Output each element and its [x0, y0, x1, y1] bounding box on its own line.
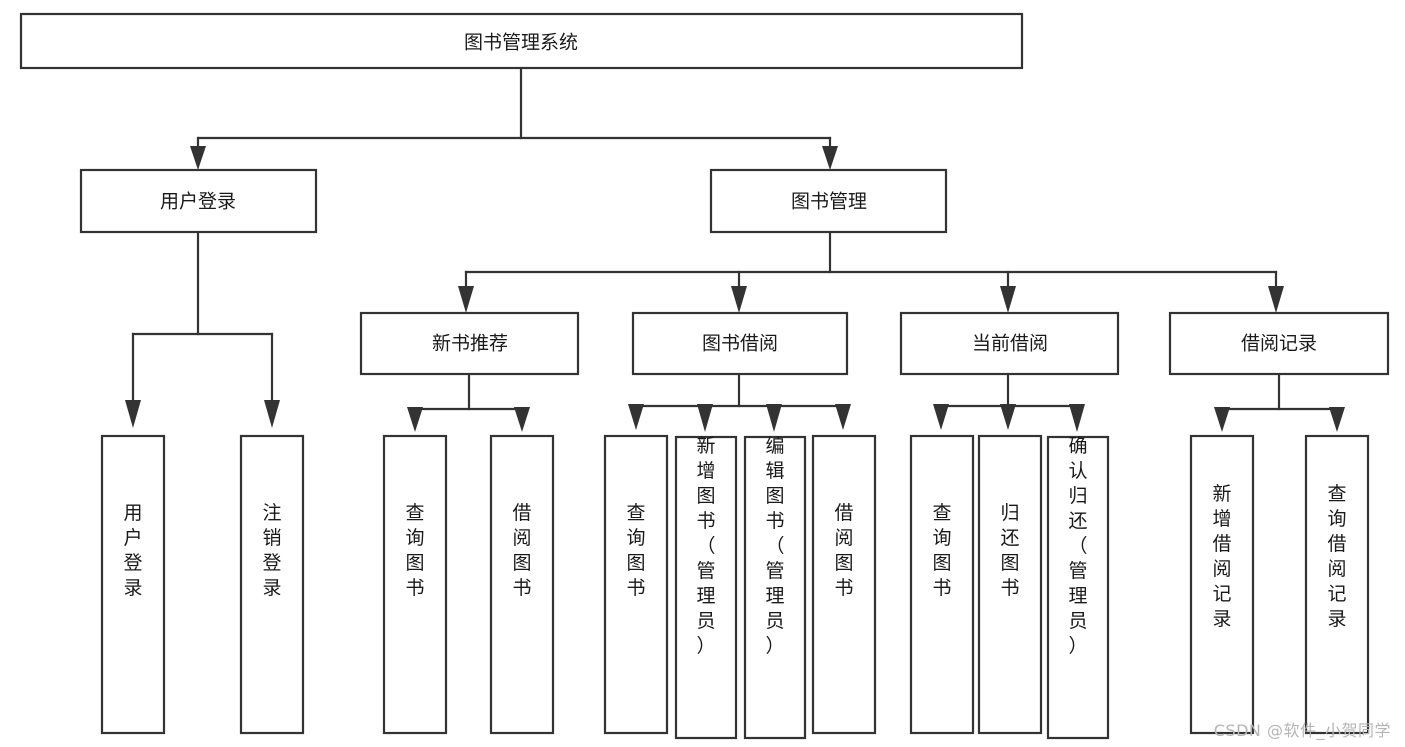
leaf-new-book-2-label: 借阅图书	[512, 502, 531, 599]
connector-group-records	[1214, 372, 1345, 432]
arrow-bookmgmt-to-newbook	[458, 286, 474, 313]
leaf-new-book-1-label: 查询图书	[405, 502, 424, 599]
node-new-book-recommend[interactable]: 新书推荐	[359, 311, 580, 376]
node-user-login-label: 用户登录	[160, 191, 236, 213]
connector-group-borrow	[628, 372, 851, 432]
leaf-current-borrow-1[interactable]: 查询图书	[909, 434, 975, 735]
arrow-current-leaf-1	[933, 404, 949, 430]
arrow-newbook-leaf-1	[407, 407, 423, 432]
leaf-book-borrow-2[interactable]: 新增图书（管理员）	[674, 435, 738, 740]
leaf-current-borrow-3-label: 确认归还（管理员）	[1068, 435, 1087, 657]
connector-group-current	[933, 372, 1085, 432]
leaf-book-borrow-4-box[interactable]	[811, 434, 877, 735]
leaf-current-borrow-1-box[interactable]	[909, 434, 975, 735]
leaf-borrow-record-2[interactable]: 查询借阅记录	[1304, 434, 1370, 735]
arrow-current-leaf-3	[1069, 404, 1085, 432]
leaf-book-borrow-3[interactable]: 编辑图书（管理员）	[743, 435, 807, 740]
arrow-bookmgmt-to-records	[1268, 286, 1284, 313]
arrow-bookmgmt-to-current	[1000, 286, 1016, 313]
node-book-borrow[interactable]: 图书借阅	[631, 311, 849, 376]
arrow-borrow-leaf-1	[628, 404, 644, 430]
leaf-new-book-1-box[interactable]	[382, 434, 448, 735]
node-user-login-box[interactable]	[79, 168, 318, 234]
leaf-book-borrow-3-box[interactable]	[743, 435, 807, 740]
leaf-user-login-1-box[interactable]	[100, 434, 166, 735]
node-root-label: 图书管理系统	[464, 32, 578, 54]
arrow-borrow-leaf-2	[697, 404, 713, 432]
node-book-borrow-box[interactable]	[631, 311, 849, 376]
arrow-login-leaf-1	[125, 400, 141, 428]
leaf-book-borrow-1[interactable]: 查询图书	[603, 434, 669, 735]
leaf-book-borrow-3-label: 编辑图书（管理员）	[765, 435, 784, 657]
arrow-root-to-bookmgmt	[822, 146, 838, 170]
node-borrow-records-label: 借阅记录	[1241, 333, 1317, 355]
node-new-book-recommend-label: 新书推荐	[432, 333, 508, 355]
leaf-book-borrow-1-label: 查询图书	[626, 502, 645, 599]
leaf-new-book-1[interactable]: 查询图书	[382, 434, 448, 735]
leaf-user-login-1[interactable]: 用户登录	[100, 434, 166, 735]
node-current-borrow-box[interactable]	[899, 311, 1120, 376]
node-borrow-records-box[interactable]	[1168, 311, 1390, 376]
arrow-borrow-leaf-3	[766, 404, 782, 432]
node-new-book-recommend-box[interactable]	[359, 311, 580, 376]
connector-group-bookmgmt	[458, 230, 1284, 313]
leaf-user-login-2-label: 注销登录	[262, 502, 281, 599]
node-root[interactable]: 图书管理系统	[19, 12, 1024, 70]
leaf-new-book-2[interactable]: 借阅图书	[489, 434, 555, 735]
arrow-records-leaf-2	[1329, 407, 1345, 432]
connector-group-login	[125, 230, 280, 428]
leaf-borrow-record-1[interactable]: 新增借阅记录	[1189, 434, 1255, 735]
leaf-borrow-record-1-box[interactable]	[1189, 434, 1255, 735]
leaf-book-borrow-2-label: 新增图书（管理员）	[696, 435, 715, 657]
arrow-newbook-leaf-2	[514, 407, 530, 432]
arrow-login-leaf-2	[264, 400, 280, 428]
leaf-user-login-2[interactable]: 注销登录	[239, 434, 305, 735]
leaf-borrow-record-2-label: 查询借阅记录	[1327, 483, 1346, 630]
leaf-current-borrow-2-label: 归还图书	[1000, 502, 1019, 599]
node-book-management-box[interactable]	[709, 168, 948, 234]
arrow-bookmgmt-to-borrow	[731, 286, 747, 313]
leaf-book-borrow-1-box[interactable]	[603, 434, 669, 735]
node-borrow-records[interactable]: 借阅记录	[1168, 311, 1390, 376]
arrow-borrow-leaf-4	[835, 404, 851, 430]
leaf-book-borrow-2-box[interactable]	[674, 435, 738, 740]
leaf-book-borrow-4-label: 借阅图书	[834, 502, 853, 599]
node-book-management[interactable]: 图书管理	[709, 168, 948, 234]
connector-group-root	[190, 66, 838, 170]
node-book-borrow-label: 图书借阅	[702, 333, 778, 355]
leaf-book-borrow-4[interactable]: 借阅图书	[811, 434, 877, 735]
node-root-box[interactable]	[19, 12, 1024, 70]
leaf-current-borrow-2[interactable]: 归还图书	[977, 434, 1043, 735]
leaf-borrow-record-2-box[interactable]	[1304, 434, 1370, 735]
connector-group-newbook	[407, 372, 530, 432]
leaf-borrow-record-1-label: 新增借阅记录	[1212, 483, 1231, 630]
leaf-new-book-2-box[interactable]	[489, 434, 555, 735]
leaf-user-login-2-box[interactable]	[239, 434, 305, 735]
arrow-records-leaf-1	[1214, 407, 1230, 432]
leaf-current-borrow-2-box[interactable]	[977, 434, 1043, 735]
arrow-root-to-login	[190, 146, 206, 170]
node-current-borrow-label: 当前借阅	[972, 333, 1048, 355]
node-user-login[interactable]: 用户登录	[79, 168, 318, 234]
leaf-current-borrow-1-label: 查询图书	[932, 502, 951, 599]
leaf-current-borrow-3-box[interactable]	[1046, 435, 1110, 740]
node-current-borrow[interactable]: 当前借阅	[899, 311, 1120, 376]
leaf-current-borrow-3[interactable]: 确认归还（管理员）	[1046, 435, 1110, 740]
node-book-management-label: 图书管理	[791, 191, 867, 213]
arrow-current-leaf-2	[1000, 404, 1016, 430]
leaf-user-login-1-label: 用户登录	[123, 502, 142, 599]
csdn-watermark: CSDN @软件_小贺同学	[1213, 721, 1391, 740]
